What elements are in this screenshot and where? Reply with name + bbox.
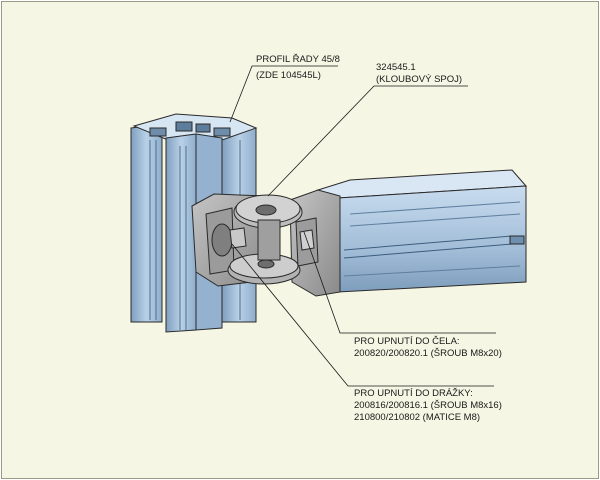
joint-code: 324545.1: [376, 62, 416, 73]
callout-slot-mount: PRO UPNUTÍ DO DRÁŽKY: 200816/200816.1 (Š…: [354, 388, 502, 423]
joint-label: (KLOUBOVÝ SPOJ): [376, 74, 462, 85]
slot-mount-screw: 200816/200816.1 (ŠROUB M8x16): [354, 400, 502, 411]
profile-leader: [229, 65, 338, 123]
slot-mount-nut: 210800/210802 (MATICE M8): [354, 412, 480, 423]
face-mount-leader: [303, 231, 496, 334]
callout-joint: 324545.1 (KLOUBOVÝ SPOJ): [376, 62, 462, 85]
profile-label: PROFIL ŘADY 45/8: [256, 54, 340, 65]
slot-mount-leader: [231, 243, 494, 387]
hinge-joint: [191, 189, 341, 297]
joint-leader: [267, 85, 468, 197]
face-mount-screw: 200820/200820.1 (ŠROUB M8x20): [354, 348, 502, 359]
horizontal-profile: [316, 169, 528, 293]
leader-lines: [229, 65, 496, 387]
callout-face-mount: PRO UPNUTÍ DO ČELA: 200820/200820.1 (ŠRO…: [354, 336, 502, 359]
profile-code: (ZDE 104545L): [256, 70, 321, 81]
slot-mount-title: PRO UPNUTÍ DO DRÁŽKY:: [354, 388, 473, 399]
callout-profile: PROFIL ŘADY 45/8 (ZDE 104545L): [256, 54, 340, 81]
face-mount-title: PRO UPNUTÍ DO ČELA:: [354, 336, 460, 347]
